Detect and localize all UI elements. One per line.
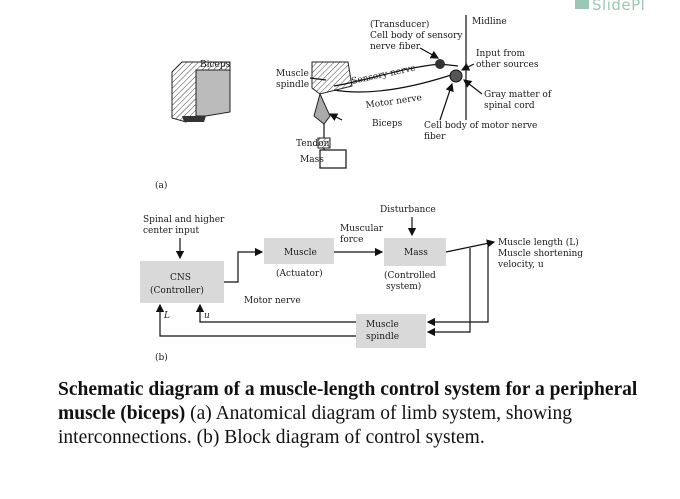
mass-b-label: Mass <box>404 248 428 258</box>
spinal-cord-gray-matter <box>449 69 463 83</box>
cns-line1: CNS <box>170 273 191 283</box>
transducer-line1: (Transducer) <box>370 19 429 30</box>
panel-b-block-diagram: Spinal and higher center input CNS (Cont… <box>140 205 583 363</box>
actuator-label: (Actuator) <box>276 268 323 279</box>
limb-detail <box>311 61 353 169</box>
spinal-input-line1: Spinal and higher <box>143 215 225 225</box>
cell-body-motor-line2: fiber <box>424 132 446 142</box>
input-from-line1: Input from <box>476 49 525 59</box>
muscle-box <box>264 238 334 264</box>
mass-label: Mass <box>300 155 324 165</box>
tendon-label: Tendon <box>296 139 330 149</box>
cns-line2: (Controller) <box>150 285 204 296</box>
biceps-label: Biceps <box>372 119 403 129</box>
transducer-line3: nerve fiber <box>370 42 421 52</box>
muscular-force-line2: force <box>340 235 363 245</box>
feedback-L-label: L <box>163 311 170 321</box>
controlled-system-line1: (Controlled <box>384 270 436 281</box>
muscle-spindle-line1: Muscle <box>276 69 309 79</box>
cell-body-motor-line1: Cell body of motor nerve <box>424 121 537 131</box>
motor-nerve-label: Motor nerve <box>365 93 423 111</box>
output-line3: velocity, u <box>497 260 544 270</box>
gray-matter-line2: spinal cord <box>484 101 535 111</box>
spinal-input-line2: center input <box>143 226 200 236</box>
panel-a-anatomy: Biceps (a) Muscle spindle Tendon Mass (T… <box>155 15 552 191</box>
gray-matter-line1: Gray matter of <box>484 90 552 100</box>
muscular-force-line1: Muscular <box>340 224 384 234</box>
controlled-system-line2: system) <box>386 281 421 292</box>
caption-rest: (a) Anatomical diagram of limb system, s… <box>58 403 572 448</box>
figure-caption: Schematic diagram of a muscle-length con… <box>58 378 676 450</box>
watermark: SlidePl <box>575 0 645 14</box>
muscle-spindle-b-line2: spindle <box>366 332 399 342</box>
mass-box <box>319 149 347 169</box>
sensory-cell-body <box>435 59 445 69</box>
input-from-line2: other sources <box>476 60 539 70</box>
caption-bold: Schematic diagram of a muscle-length con… <box>58 379 638 424</box>
transducer-line2: Cell body of sensory <box>370 31 463 41</box>
muscle-spindle-line2: spindle <box>276 80 309 90</box>
cns-box <box>140 261 224 303</box>
mass-controlled-box <box>384 238 446 266</box>
arm-illustration <box>171 61 231 123</box>
disturbance-label: Disturbance <box>380 205 436 215</box>
biceps-arm-label: Biceps <box>200 60 231 70</box>
diagram-svg: Biceps (a) Muscle spindle Tendon Mass (T… <box>140 15 583 363</box>
muscle-spindle-b-line1: Muscle <box>366 320 399 330</box>
motor-nerve-path <box>333 71 461 93</box>
feedback-u-label: u <box>204 311 210 321</box>
output-line2: Muscle shortening <box>498 249 583 259</box>
slide-logo-icon <box>575 0 589 9</box>
motor-nerve-b-label: Motor nerve <box>244 296 301 306</box>
muscle-spindle-box <box>356 314 426 348</box>
output-line1: Muscle length (L) <box>498 237 579 248</box>
midline-label: Midline <box>472 17 507 27</box>
muscle-label: Muscle <box>284 248 317 258</box>
panel-b-label: (b) <box>155 352 168 363</box>
sensory-nerve-label: Sensory nerve <box>351 64 417 87</box>
panel-a-label: (a) <box>155 180 167 191</box>
